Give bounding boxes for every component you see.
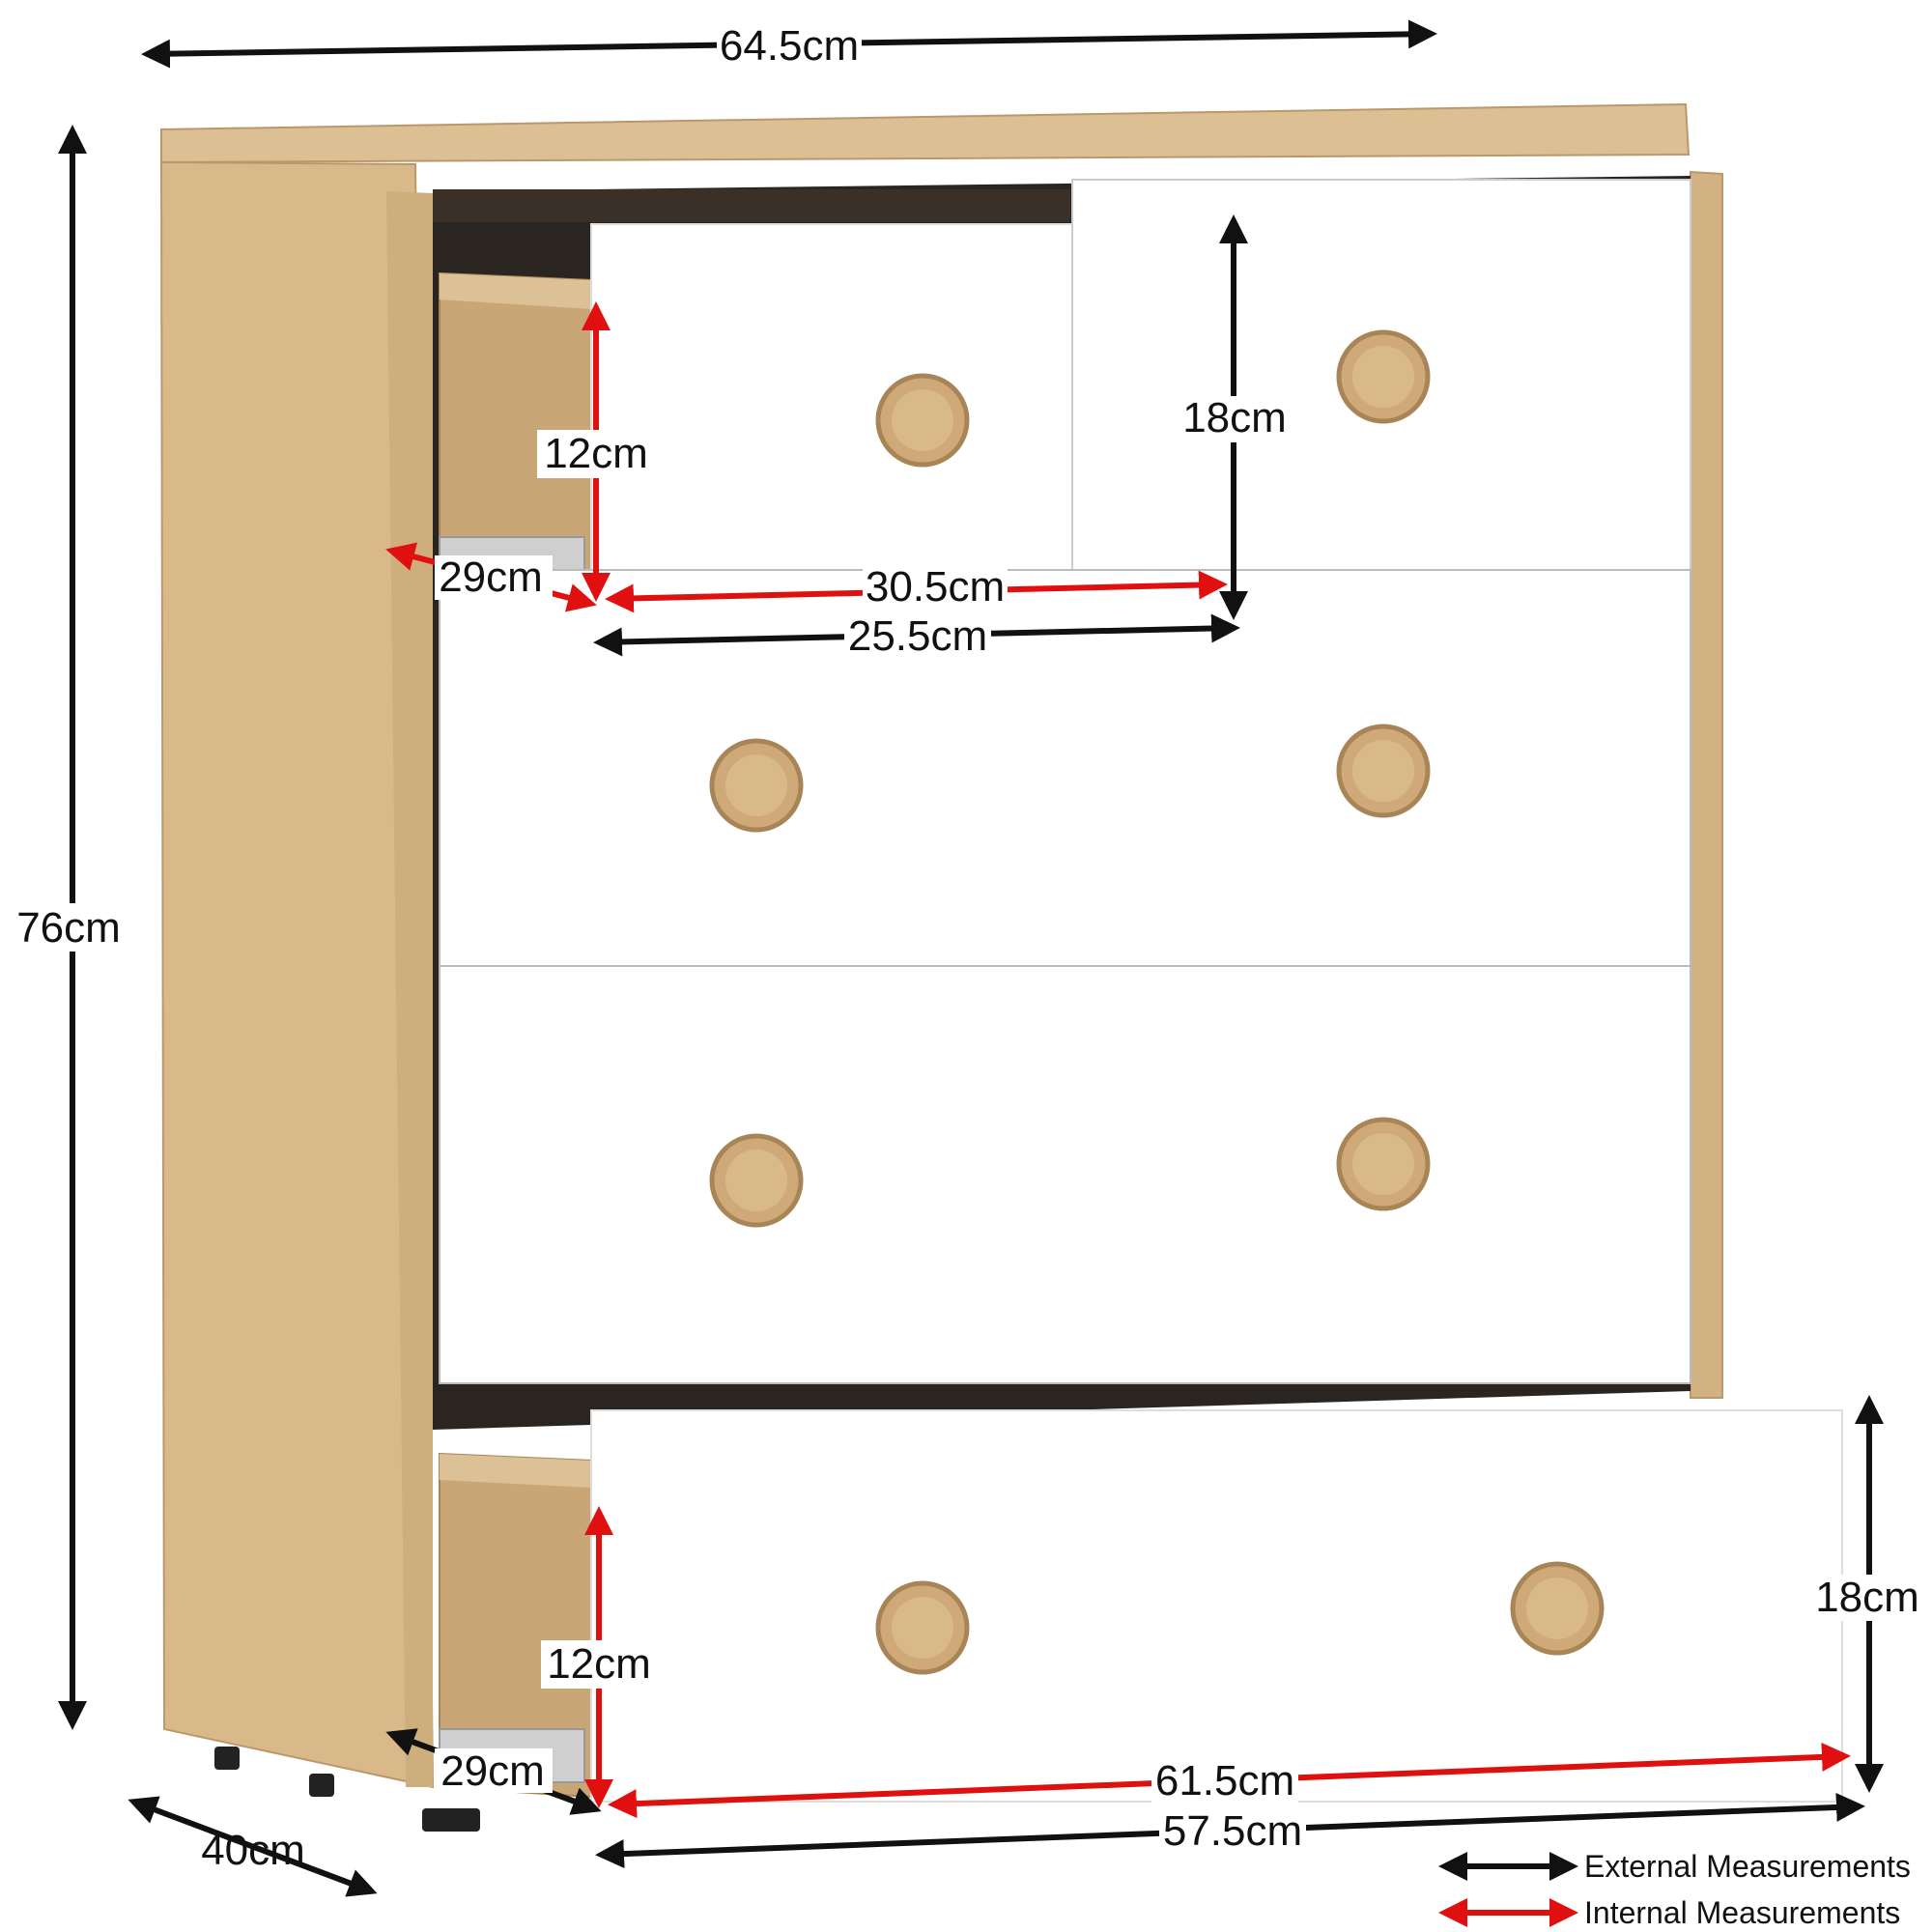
dimension-labels: 64.5cm 76cm 40cm 12cm 29cm 30.5cm 25.5cm… — [12, 21, 1925, 1874]
foot — [214, 1747, 240, 1770]
top-internal-depth-label: 29cm — [439, 554, 543, 601]
overall-width-label: 64.5cm — [720, 22, 859, 70]
foot — [309, 1774, 334, 1797]
overall-height-label: 76cm — [16, 904, 121, 952]
top-external-width-label: 25.5cm — [848, 612, 987, 660]
top-internal-height-label: 12cm — [544, 430, 648, 477]
foot — [422, 1808, 480, 1832]
legend-external-label: External Measurements — [1584, 1849, 1911, 1884]
top-right-drawer — [1071, 179, 1691, 577]
top-internal-width-label: 30.5cm — [866, 563, 1005, 611]
drawer-front — [439, 965, 1691, 1384]
right-side-panel — [1690, 170, 1723, 1399]
middle-drawer-2 — [439, 965, 1691, 1384]
drawer-inner-face — [440, 273, 591, 309]
top-panel — [160, 102, 1690, 164]
bottom-external-height-label: 18cm — [1815, 1574, 1919, 1621]
bottom-internal-depth-label: 29cm — [440, 1747, 545, 1795]
bottom-internal-width-label: 61.5cm — [1155, 1757, 1294, 1804]
bottom-internal-height-label: 12cm — [547, 1640, 651, 1688]
top-shelf — [433, 189, 1070, 222]
overall-depth-arrow — [128, 1796, 378, 1897]
drawer-inner-face — [440, 1454, 591, 1488]
legend-internal-label: Internal Measurements — [1584, 1895, 1900, 1930]
drawer-front — [590, 1409, 1843, 1803]
bottom-drawer — [439, 1409, 1843, 1803]
bottom-external-width-label: 57.5cm — [1163, 1807, 1302, 1855]
top-external-height-label: 18cm — [1182, 394, 1287, 441]
overall-depth-label: 40cm — [201, 1827, 305, 1874]
legend: External Measurements Internal Measureme… — [1438, 1849, 1911, 1930]
chest-of-drawers — [159, 102, 1843, 1832]
